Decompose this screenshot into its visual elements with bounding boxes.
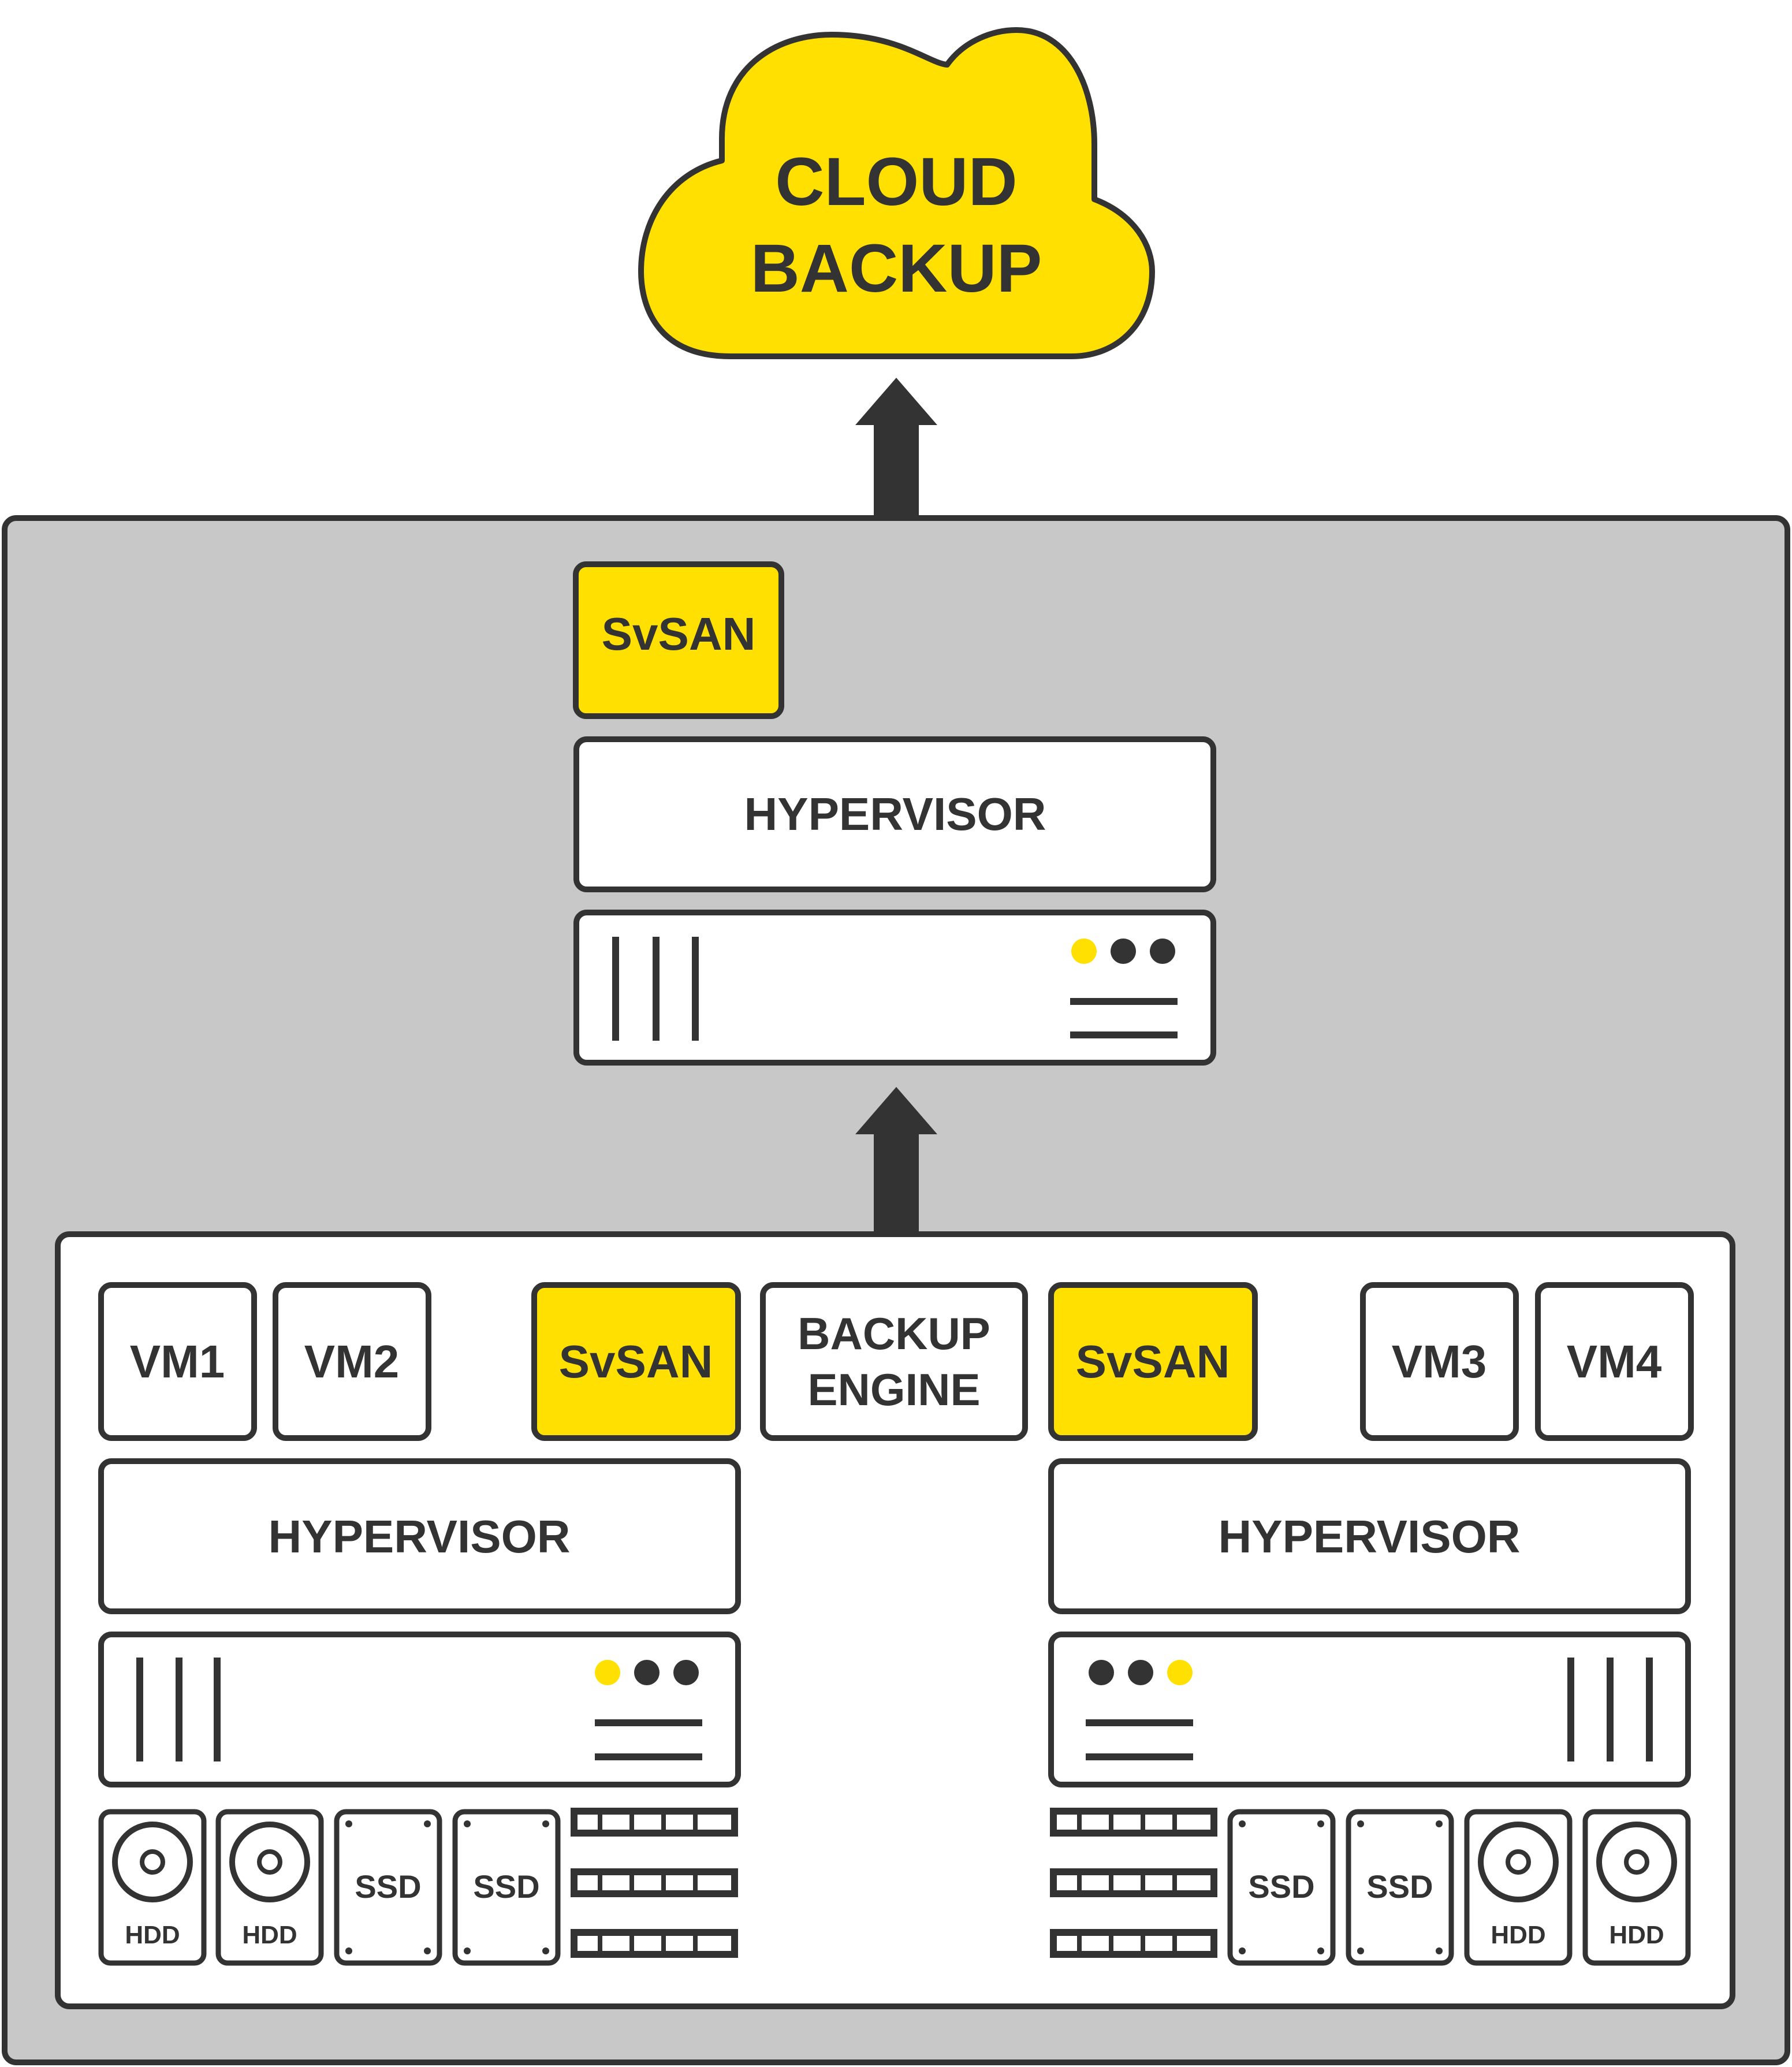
hdd-label: HDD — [242, 1921, 297, 1949]
ssd-drive: SSD — [1346, 1809, 1454, 1966]
vm4-label: VM4 — [1567, 1336, 1662, 1387]
hdd-label: HDD — [125, 1921, 180, 1949]
cloud-label-line2: BACKUP — [751, 230, 1042, 307]
status-light-yellow — [1071, 938, 1097, 964]
ram-module — [1050, 1929, 1217, 1958]
hdd-drive: HDD — [1464, 1809, 1573, 1966]
backup-engine-box — [760, 1282, 1028, 1441]
ssd-drive: SSD — [452, 1809, 561, 1966]
status-light-yellow — [595, 1660, 620, 1685]
hdd-label: HDD — [1609, 1921, 1664, 1949]
hdd-drive: HDD — [1582, 1809, 1691, 1966]
ram-module — [571, 1929, 738, 1958]
left-node: VM1 VM2 SvSAN HYPERVISOR HDD — [98, 1282, 741, 1966]
backup-engine: BACKUP ENGINE — [760, 1282, 1028, 1441]
arrow-to-backup-host — [855, 1087, 937, 1235]
status-light — [634, 1660, 660, 1685]
vm4-box — [1535, 1282, 1694, 1441]
hdd-label: HDD — [1491, 1921, 1545, 1949]
hypervisor-box-left — [98, 1458, 741, 1614]
svsan-label-backup-host: SvSAN — [602, 608, 756, 660]
backup-host: SvSAN HYPERVISOR — [573, 561, 1216, 1066]
status-light — [1111, 938, 1136, 964]
backup-engine-line1: BACKUP — [798, 1308, 990, 1359]
hypervisor-box-right — [1048, 1458, 1691, 1614]
svsan-box-left — [531, 1282, 741, 1441]
arrow-to-cloud — [855, 378, 937, 520]
ssd-label: SSD — [355, 1868, 421, 1905]
hypervisor-box-backup-host — [573, 736, 1216, 892]
hypervisor-label-left: HYPERVISOR — [268, 1511, 570, 1562]
server-box-left — [98, 1632, 741, 1787]
vm3-label: VM3 — [1392, 1336, 1487, 1387]
backup-engine-line2: ENGINE — [807, 1364, 980, 1415]
hypervisor-label-backup-host: HYPERVISOR — [744, 788, 1046, 840]
ram-module — [571, 1868, 738, 1897]
ram-module — [1050, 1868, 1217, 1897]
svsan-label-right: SvSAN — [1076, 1336, 1230, 1387]
cloud-label-line1: CLOUD — [775, 144, 1018, 220]
ssd-label: SSD — [1248, 1868, 1314, 1905]
vm2-box — [273, 1282, 431, 1441]
server-box-right — [1048, 1632, 1691, 1787]
ssd-drive: SSD — [334, 1809, 442, 1966]
status-light — [1089, 1660, 1114, 1685]
svsan-box-backup-host — [573, 561, 784, 719]
hypervisor-label-right: HYPERVISOR — [1218, 1511, 1520, 1562]
hdd-drive: HDD — [98, 1809, 207, 1966]
svsan-label-left: SvSAN — [559, 1336, 713, 1387]
cloud-backup: CLOUD BACKUP — [638, 27, 1155, 359]
ssd-label: SSD — [1366, 1868, 1433, 1905]
status-light-yellow — [1167, 1660, 1193, 1685]
status-light — [1128, 1660, 1153, 1685]
vm1-label: VM1 — [130, 1336, 225, 1387]
ssd-label: SSD — [473, 1868, 539, 1905]
svsan-box-right — [1048, 1282, 1258, 1441]
vm1-box — [98, 1282, 257, 1441]
status-light — [1150, 938, 1175, 964]
status-light — [673, 1660, 699, 1685]
vm3-box — [1360, 1282, 1519, 1441]
server-box-backup-host — [573, 910, 1216, 1066]
right-node: SvSAN VM3 VM4 HYPERVISOR — [1048, 1282, 1694, 1966]
ssd-drive: SSD — [1227, 1809, 1336, 1966]
ram-module — [1050, 1808, 1217, 1837]
cloud-shape — [638, 27, 1155, 359]
ram-module — [571, 1808, 738, 1837]
vm2-label: VM2 — [304, 1336, 400, 1387]
hdd-drive: HDD — [215, 1809, 324, 1966]
